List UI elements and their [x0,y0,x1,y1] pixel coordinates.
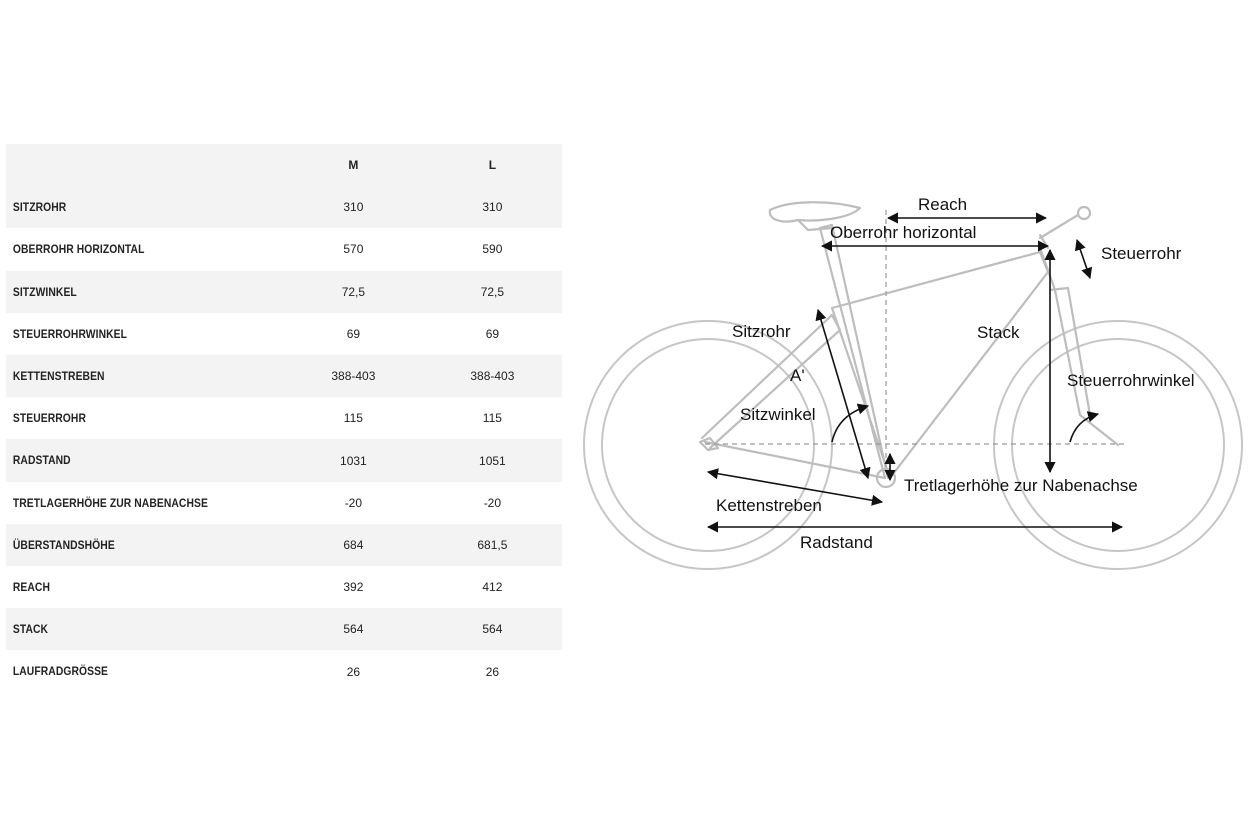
table-row: LAUFRADGRÖSSE 26 26 [6,650,562,693]
label-oberrohr-horizontal: Oberrohr horizontal [830,223,976,242]
value-l: 69 [485,326,500,341]
value-m: 69 [346,326,361,341]
value-m: 310 [343,200,364,215]
row-label-cell: KETTENSTREBEN [6,355,284,397]
sitzrohr-arrow [815,308,871,480]
value-l: 412 [482,580,503,595]
label-a-prime: A' [790,366,805,385]
front-wheel [993,320,1243,570]
label-reach: Reach [918,195,967,214]
value-l: 26 [485,664,500,679]
row-label-cell: STACK [6,608,284,650]
value-l: 1051 [479,453,506,468]
kettenstreben-arrow [706,468,884,506]
row-label: TRETLAGERHÖHE ZUR NABENACHSE [12,495,208,510]
label-steuerrohrwinkel: Steuerrohrwinkel [1067,371,1195,390]
label-kettenstreben: Kettenstreben [716,496,822,515]
value-l: 310 [482,200,503,215]
bike-geometry-diagram: Reach Oberrohr horizontal Steuerrohr Sit… [583,195,1243,570]
row-label: LAUFRADGRÖSSE [12,664,109,679]
table-row: STEUERROHR 115 115 [6,397,562,440]
value-l: 72,5 [480,284,505,299]
row-label: REACH [12,580,51,595]
row-label-cell: STEUERROHR [6,397,284,439]
row-label-cell: REACH [6,566,284,608]
table-row: OBERROHR HORIZONTAL 570 590 [6,228,562,271]
value-m: 570 [343,242,364,257]
value-l: 590 [482,242,503,257]
value-m: 388-403 [331,369,376,384]
value-m: 684 [343,537,364,552]
row-label: OBERROHR HORIZONTAL [12,242,145,257]
table-row: REACH 392 412 [6,566,562,609]
value-m: 1031 [340,453,367,468]
row-label: SITZROHR [12,200,67,215]
table-row: STACK 564 564 [6,608,562,651]
value-l: 115 [482,411,502,426]
steuerrohr-arrow [1074,238,1093,280]
row-label-cell: SITZROHR [6,186,284,228]
row-label: STEUERROHR [12,411,86,426]
label-sitzrohr: Sitzrohr [732,322,791,341]
value-m: 564 [343,622,364,637]
row-label: ÜBERSTANDSHÖHE [12,537,115,552]
table-row: SITZROHR 310 310 [6,186,562,229]
row-label: SITZWINKEL [12,284,77,299]
row-label: STEUERROHRWINKEL [12,326,128,341]
label-radstand: Radstand [800,533,873,552]
label-tretlagerhoehe: Tretlagerhöhe zur Nabenachse [904,476,1138,495]
label-sitzwinkel: Sitzwinkel [740,405,816,424]
row-label-cell: SITZWINKEL [6,271,284,313]
row-label-cell: OBERROHR HORIZONTAL [6,228,284,270]
row-label-cell: RADSTAND [6,439,284,481]
value-l: 564 [482,622,503,637]
table-row: RADSTAND 1031 1051 [6,439,562,482]
sitzwinkel-arc [831,403,870,443]
table-row: ÜBERSTANDSHÖHE 684 681,5 [6,523,562,567]
row-label-cell: TRETLAGERHÖHE ZUR NABENACHSE [6,482,284,524]
value-m: 392 [343,580,364,595]
value-m: -20 [344,495,363,510]
header-size-l: L [488,158,497,173]
row-label-cell: ÜBERSTANDSHÖHE [6,524,284,566]
value-m: 72,5 [341,284,366,299]
value-m: 26 [346,664,361,679]
row-label-cell: LAUFRADGRÖSSE [6,650,284,692]
row-label: KETTENSTREBEN [12,369,105,383]
value-l: 388-403 [470,369,515,384]
row-label: STACK [12,622,49,637]
row-label: RADSTAND [12,453,71,468]
table-row: TRETLAGERHÖHE ZUR NABENACHSE -20 -20 [6,481,562,524]
table-header-row: M L [6,144,562,187]
table-row: SITZWINKEL 72,5 72,5 [6,270,562,313]
table-row: STEUERROHRWINKEL 69 69 [6,312,562,355]
header-size-m: M [348,158,359,173]
value-l: 681,5 [477,537,508,552]
value-l: -20 [483,495,502,510]
header-label-column [6,144,284,186]
label-stack: Stack [977,323,1020,342]
table-row: KETTENSTREBEN 388-403 388-403 [6,355,562,398]
row-label-cell: STEUERROHRWINKEL [6,313,284,355]
label-steuerrohr: Steuerrohr [1101,244,1182,263]
value-m: 115 [343,411,363,426]
rear-wheel [583,320,833,570]
steuerrohrwinkel-arc [1069,411,1100,443]
